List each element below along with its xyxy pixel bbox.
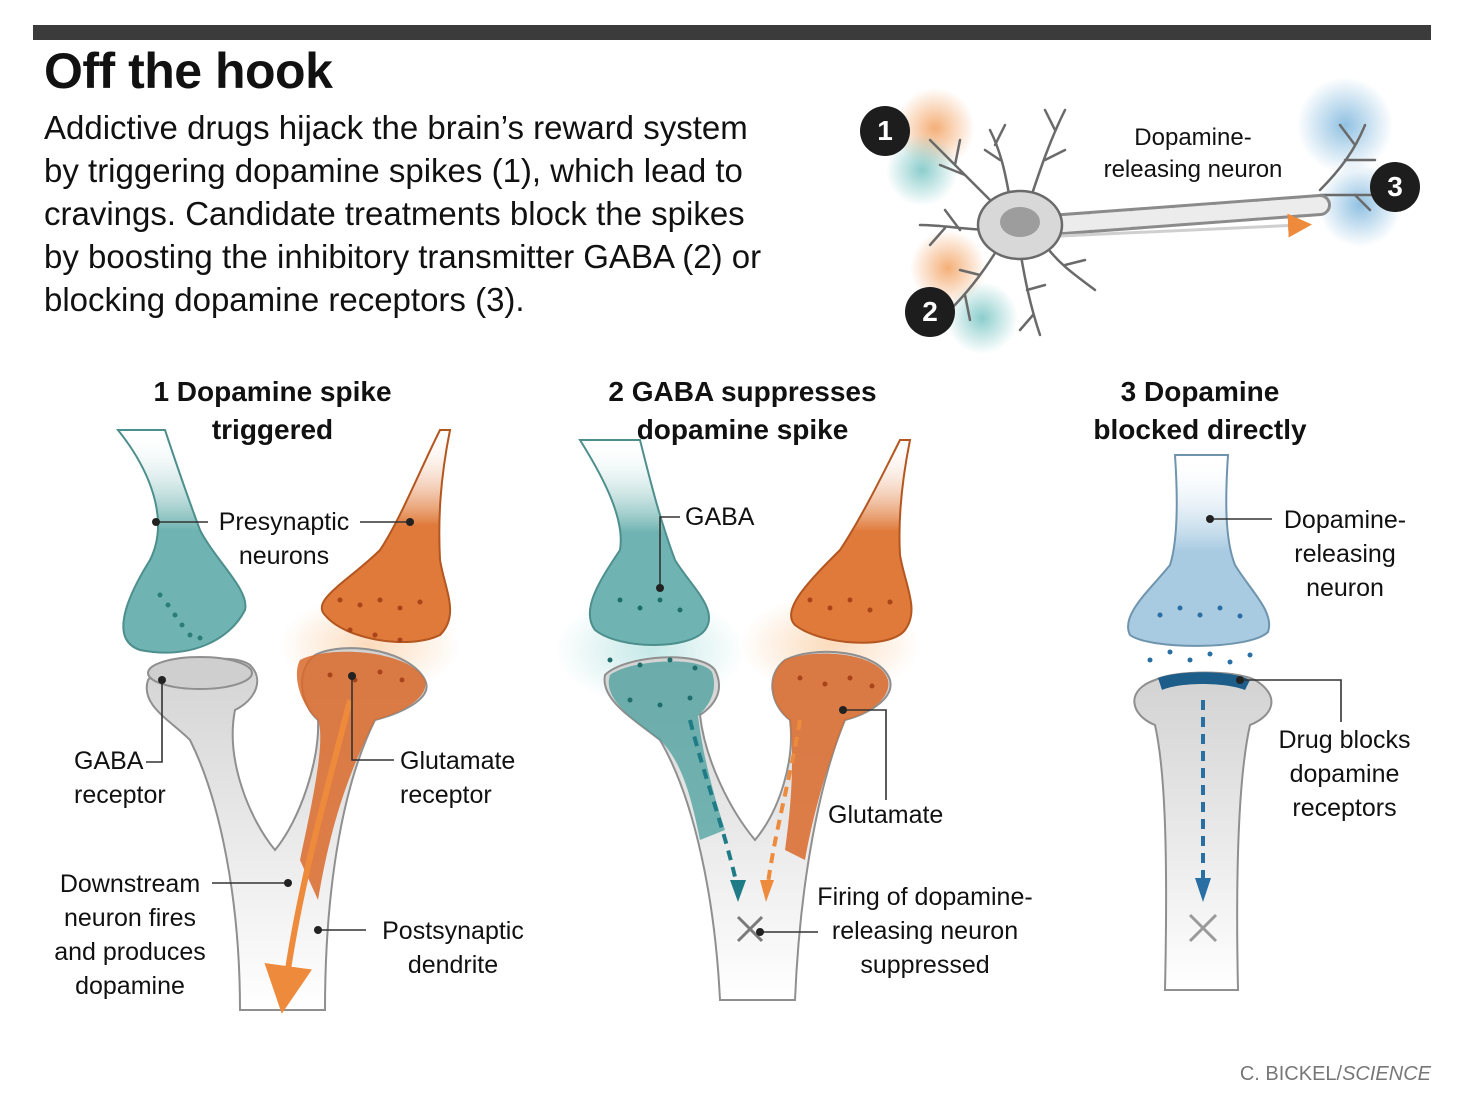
top-rule (33, 25, 1431, 40)
neuron-label: Dopamine- releasing neuron (1103, 124, 1283, 183)
page-title: Off the hook (44, 43, 333, 99)
intro-line: cravings. Candidate treatments block the… (44, 195, 745, 232)
intro-line: blocking dopamine receptors (3). (44, 281, 525, 318)
label-glutamate: Glutamate (828, 801, 944, 829)
badge-3: 3 (1370, 162, 1420, 212)
credit: C. BICKEL/SCIENCE (1239, 1063, 1431, 1085)
intro-line: Addictive drugs hijack the brain’s rewar… (44, 109, 748, 146)
label-dopamine-releasing-neuron: Dopamine-releasing neuron (1283, 506, 1407, 602)
panel-1-art (115, 429, 460, 1014)
badge-1: 1 (860, 106, 910, 156)
intro-line: by triggering dopamine spikes (1), which… (44, 152, 743, 189)
intro-line: by boosting the inhibitory transmitter G… (44, 238, 762, 275)
label-gaba: GABA (685, 503, 755, 531)
badge-2: 2 (905, 287, 955, 337)
intro-text: Addictive drugs hijack the brain’s rewar… (44, 106, 844, 321)
panel-3-art (1127, 454, 1342, 991)
panel-2-art (555, 439, 920, 1001)
label-firing-suppressed: Firing of dopamine-releasing neuron supp… (817, 883, 1033, 979)
neuron-overview (886, 77, 1402, 354)
